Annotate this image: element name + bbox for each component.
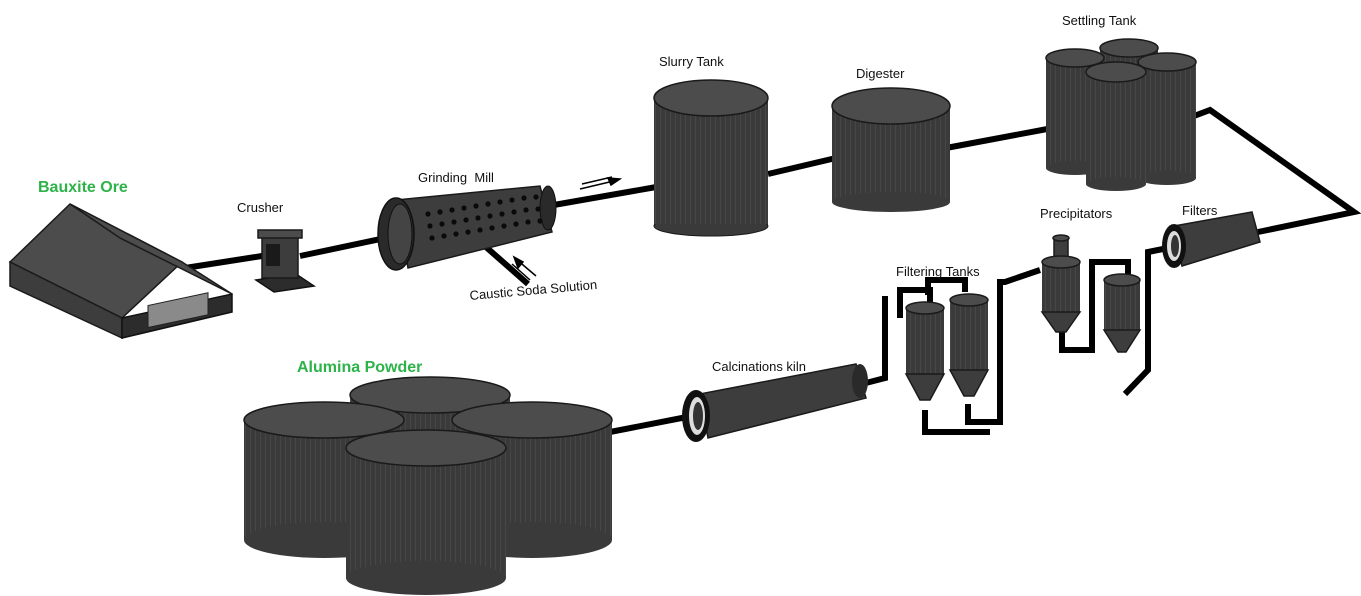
label-filtering-tanks: Filtering Tanks	[896, 264, 980, 279]
label-settling-tank: Settling Tank	[1062, 13, 1137, 28]
pipe-precipitators-to-filtering	[965, 267, 1041, 425]
flow-arrow-caustic	[511, 255, 537, 281]
label-caustic-soda: Caustic Soda Solution	[469, 277, 598, 303]
filtering-tanks	[904, 293, 990, 401]
digester	[831, 87, 951, 212]
pipe-filtering-to-kiln	[861, 296, 888, 387]
bauxite-ore-shed	[8, 203, 233, 340]
mill-perforations	[425, 194, 543, 241]
label-alumina-powder: Alumina Powder	[297, 359, 422, 376]
pipe-crusher-to-mill	[299, 235, 386, 259]
grinding-mill	[377, 185, 557, 271]
pipe-filters-to-precipitators	[1122, 245, 1169, 397]
label-calcination-kiln: Calcinations kiln	[712, 359, 806, 374]
pipe-filtering-loop	[897, 287, 933, 318]
label-bauxite-ore: Bauxite Ore	[38, 179, 128, 196]
slurry-tank	[653, 79, 769, 237]
label-filters: Filters	[1182, 203, 1218, 218]
pipe-filtering-return	[922, 410, 990, 435]
label-digester: Digester	[856, 66, 905, 81]
precipitators	[1040, 234, 1142, 353]
filters	[1162, 211, 1261, 268]
pipe-mill-to-slurry	[547, 183, 663, 209]
pipe-precipitator-loop	[1059, 259, 1131, 353]
pipes	[184, 106, 1361, 435]
pipe-bauxite-to-crusher	[184, 253, 263, 271]
pipe-settling-to-filters	[1192, 106, 1361, 235]
alumina-powder-tanks	[243, 376, 613, 595]
label-precipitators: Precipitators	[1040, 206, 1113, 221]
pipe-filtering-top	[925, 277, 968, 295]
pipe-digester-to-settling	[945, 124, 1059, 151]
pipe-slurry-to-digester	[767, 155, 837, 177]
crusher	[253, 229, 317, 293]
label-crusher: Crusher	[237, 200, 284, 215]
label-grinding-mill: Grinding Mill	[418, 170, 494, 185]
pipe-kiln-to-alumina	[609, 413, 693, 435]
label-slurry-tank: Slurry Tank	[659, 54, 724, 69]
flow-arrow-to-slurry	[579, 176, 623, 190]
settling-tank	[1045, 38, 1197, 191]
calcination-kiln	[682, 363, 868, 442]
